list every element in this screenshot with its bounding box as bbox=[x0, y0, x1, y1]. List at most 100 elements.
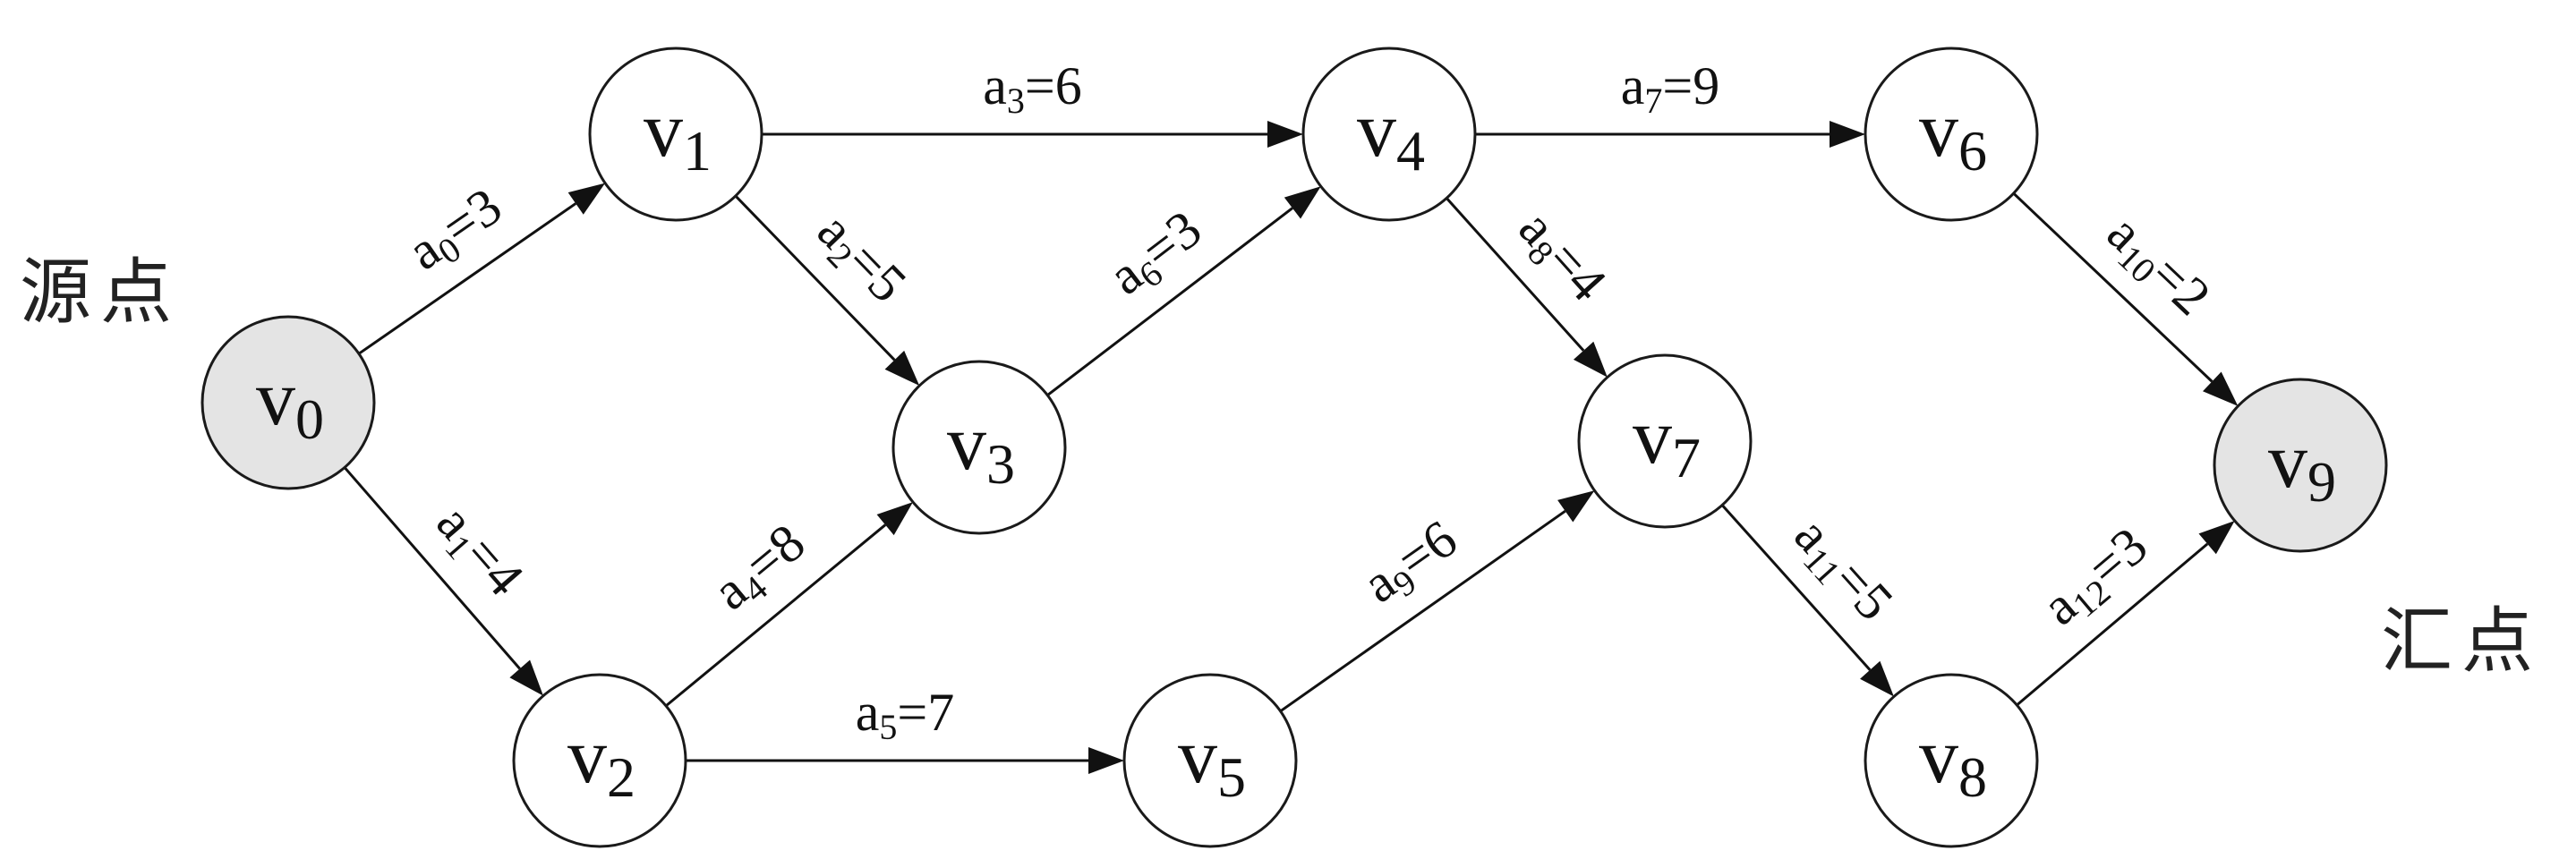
node-circle bbox=[1864, 673, 2039, 848]
arrowhead bbox=[1088, 747, 1124, 774]
edge-v2-v5: a5=7 bbox=[686, 683, 1124, 774]
node-v3: v3 bbox=[891, 360, 1067, 535]
edge-v4-v7: a8=4 bbox=[1446, 197, 1618, 378]
edge-line bbox=[1279, 509, 1566, 713]
edge-v2-v3: a4=8 bbox=[665, 502, 913, 708]
arrowhead bbox=[509, 659, 543, 696]
node-circle bbox=[588, 47, 763, 222]
node-label-base: v bbox=[644, 87, 683, 174]
edge-label-base: a bbox=[1621, 56, 1645, 115]
edge-label: a10=2 bbox=[2093, 203, 2222, 330]
edge-v1-v4: a3=6 bbox=[762, 56, 1303, 148]
arrowhead bbox=[1573, 341, 1608, 378]
arrowhead bbox=[2203, 371, 2239, 406]
edge-label: a0=3 bbox=[397, 176, 516, 285]
node-label-subscript: 6 bbox=[1958, 119, 1987, 183]
edge-label-subscript: 5 bbox=[879, 707, 897, 747]
edge-v1-v3: a2=5 bbox=[734, 194, 920, 387]
source-label: 源点 bbox=[20, 251, 181, 334]
node-label: v2 bbox=[567, 713, 635, 809]
node-label-base: v bbox=[1357, 87, 1396, 174]
arrowhead bbox=[884, 350, 920, 387]
arrowhead bbox=[876, 502, 913, 536]
node-label: v5 bbox=[1178, 713, 1246, 809]
node-label-subscript: 8 bbox=[1958, 745, 1987, 809]
edge-line bbox=[358, 202, 577, 355]
edge-v4-v6: a7=9 bbox=[1475, 56, 1865, 148]
node-circle bbox=[891, 360, 1067, 535]
node-label: v4 bbox=[1357, 87, 1425, 183]
edge-v6-v9: a10=2 bbox=[2012, 191, 2239, 406]
node-circle bbox=[2213, 378, 2388, 553]
edge-label-base: a bbox=[856, 683, 880, 742]
arrowhead bbox=[1860, 660, 1894, 697]
node-label-subscript: 2 bbox=[607, 745, 635, 809]
edge-line bbox=[1446, 197, 1585, 352]
node-label: v8 bbox=[1919, 713, 1987, 809]
edge-label: a3=6 bbox=[983, 56, 1081, 121]
node-label: v9 bbox=[2268, 418, 2336, 514]
edge-label: a9=6 bbox=[1352, 509, 1471, 618]
node-label-base: v bbox=[1919, 713, 1958, 800]
edge-line bbox=[343, 466, 521, 670]
node-circle bbox=[1122, 673, 1298, 848]
node-circle bbox=[1577, 353, 1753, 529]
node-label-base: v bbox=[256, 355, 295, 442]
node-circle bbox=[512, 673, 687, 848]
node-v5: v5 bbox=[1122, 673, 1298, 848]
edge-line bbox=[1046, 207, 1293, 396]
edge-label: a11=5 bbox=[1779, 506, 1905, 634]
edge-label: a1=4 bbox=[422, 493, 535, 610]
node-v1: v1 bbox=[588, 47, 763, 222]
edge-v0-v1: a0=3 bbox=[358, 176, 606, 355]
node-v6: v6 bbox=[1864, 47, 2039, 222]
edge-label-base: a bbox=[983, 56, 1007, 115]
node-label: v7 bbox=[1633, 394, 1701, 489]
node-label-subscript: 9 bbox=[2307, 450, 2336, 514]
node-v7: v7 bbox=[1577, 353, 1753, 529]
edge-v5-v7: a9=6 bbox=[1279, 490, 1595, 713]
node-label-base: v bbox=[947, 400, 986, 487]
arrowhead bbox=[2198, 521, 2235, 555]
node-label-base: v bbox=[1178, 713, 1217, 800]
edge-line bbox=[1720, 504, 1872, 671]
edge-label: a6=3 bbox=[1097, 199, 1215, 310]
node-v9: v9 bbox=[2213, 378, 2388, 553]
edge-label: a12=3 bbox=[2031, 515, 2162, 640]
arrowhead bbox=[1557, 490, 1595, 523]
node-label-subscript: 4 bbox=[1396, 119, 1425, 183]
node-label-base: v bbox=[2268, 418, 2307, 505]
node-circle bbox=[1301, 47, 1477, 222]
node-label-subscript: 3 bbox=[986, 432, 1015, 496]
node-label-base: v bbox=[1633, 394, 1672, 481]
sink-label: 汇点 bbox=[2381, 600, 2542, 683]
node-v8: v8 bbox=[1864, 673, 2039, 848]
edge-label-subscript: 7 bbox=[1644, 81, 1662, 121]
node-circle bbox=[200, 315, 376, 490]
arrowhead bbox=[1267, 121, 1303, 148]
node-label: v0 bbox=[256, 355, 324, 451]
arrowhead bbox=[567, 183, 606, 215]
node-label-base: v bbox=[1919, 87, 1958, 174]
edge-v3-v4: a6=3 bbox=[1046, 186, 1321, 396]
node-label-subscript: 0 bbox=[295, 387, 324, 451]
edge-line bbox=[734, 194, 896, 361]
node-label-subscript: 1 bbox=[683, 119, 712, 183]
arrowhead bbox=[1830, 121, 1865, 148]
edge-label-subscript: 3 bbox=[1007, 81, 1025, 121]
edge-label: a5=7 bbox=[856, 683, 954, 747]
edge-label: a2=5 bbox=[803, 201, 918, 317]
edge-label-value: =6 bbox=[1025, 56, 1082, 115]
edge-label-value: =9 bbox=[1662, 56, 1719, 115]
edge-line bbox=[2012, 191, 2213, 383]
edge-label: a8=4 bbox=[1504, 199, 1617, 315]
node-label-base: v bbox=[567, 713, 607, 800]
node-label-subscript: 5 bbox=[1217, 745, 1246, 809]
node-v0: v0 bbox=[200, 315, 376, 490]
node-label-subscript: 7 bbox=[1672, 426, 1701, 489]
node-label: v1 bbox=[644, 87, 712, 183]
edge-v8-v9: a12=3 bbox=[2016, 515, 2235, 707]
edge-label-value: =7 bbox=[897, 683, 954, 742]
